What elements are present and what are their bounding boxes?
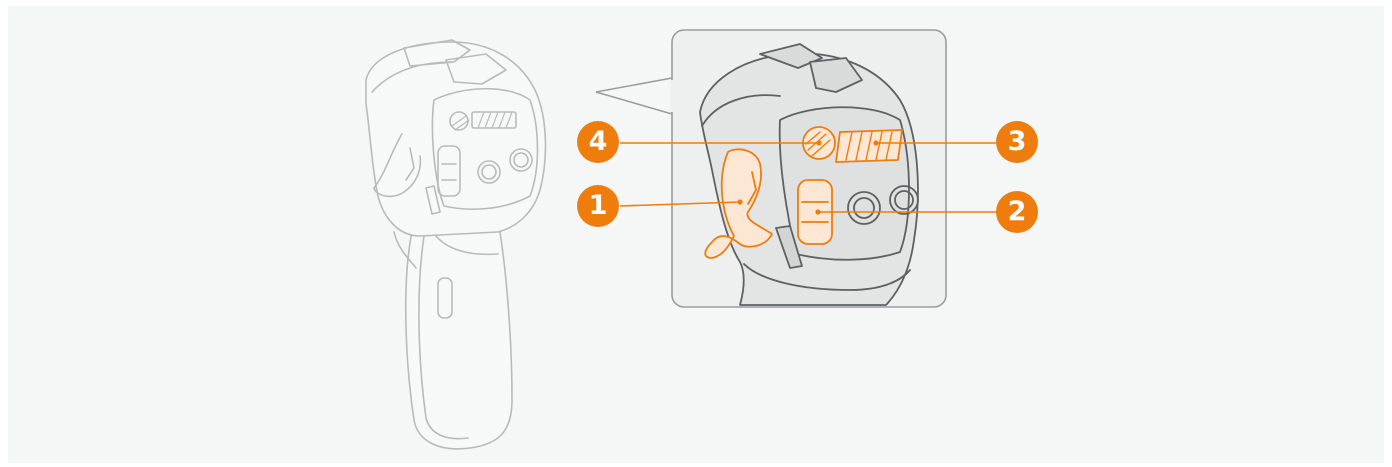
callout-badge-1: 1 (577, 185, 619, 227)
callout-badge-4: 4 (577, 121, 619, 163)
scroll-wheel (836, 130, 902, 162)
callout-badge-3: 3 (996, 121, 1038, 163)
callout-badge-2: 2 (996, 191, 1038, 233)
controller-illustration (366, 40, 545, 449)
